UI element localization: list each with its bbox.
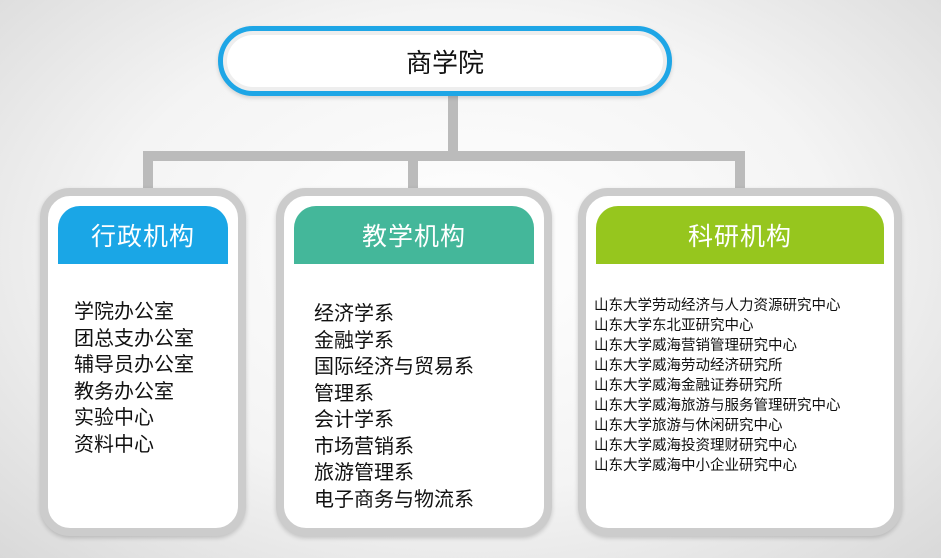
list-item: 学院办公室 [74,299,174,323]
list-item: 山东大学东北亚研究中心 [594,318,754,334]
list-item: 辅导员办公室 [74,352,194,376]
list-item: 国际经济与贸易系 [314,354,474,378]
teaching-branch-title: 教学机构 [361,222,466,251]
list-item: 山东大学劳动经济与人力资源研究中心 [594,298,841,314]
research-branch-title: 科研机构 [687,222,792,251]
root-node-box: 商学院 [218,26,672,96]
list-item: 管理系 [314,380,374,405]
list-item: 山东大学威海金融证券研究所 [594,378,783,394]
teaching-branch-card: 教学机构 经济学系 金融学系 国际经济与贸易系 管理系 会计学系 市场营销系 旅… [276,188,552,536]
admin-branch-card: 行政机构 学院办公室 团总支办公室 辅导员办公室 教务办公室 实验中心 资料中心 [40,188,246,536]
root-node-title: 商学院 [405,48,484,79]
list-item: 山东大学威海投资理财研究中心 [594,438,797,454]
admin-branch-header: 行政机构 [58,206,228,264]
list-item: 市场营销系 [314,433,414,458]
list-item: 经济学系 [314,301,394,325]
admin-branch-list: 学院办公室 团总支办公室 辅导员办公室 教务办公室 实验中心 资料中心 [74,298,194,457]
teaching-branch-list: 经济学系 金融学系 国际经济与贸易系 管理系 会计学系 市场营销系 旅游管理系 … [314,300,474,512]
admin-branch-title: 行政机构 [90,222,195,251]
list-item: 山东大学威海旅游与服务管理研究中心 [594,398,841,414]
list-item: 旅游管理系 [314,460,414,484]
list-item: 团总支办公室 [74,325,194,350]
teaching-branch-header: 教学机构 [294,206,534,264]
list-item: 资料中心 [74,431,154,456]
list-item: 金融学系 [314,327,394,352]
research-branch-list: 山东大学劳动经济与人力资源研究中心 山东大学东北亚研究中心 山东大学威海营销管理… [594,296,841,476]
list-item: 实验中心 [74,405,154,429]
list-item: 山东大学旅游与休闲研究中心 [594,418,783,434]
research-branch-card: 科研机构 山东大学劳动经济与人力资源研究中心 山东大学东北亚研究中心 山东大学威… [578,188,902,536]
list-item: 电子商务与物流系 [314,486,474,511]
list-item: 山东大学威海中小企业研究中心 [594,458,797,474]
list-item: 教务办公室 [74,378,174,403]
list-item: 山东大学威海劳动经济研究所 [594,358,783,374]
research-branch-header: 科研机构 [596,206,884,264]
list-item: 会计学系 [314,407,394,431]
list-item: 山东大学威海营销管理研究中心 [594,338,797,354]
